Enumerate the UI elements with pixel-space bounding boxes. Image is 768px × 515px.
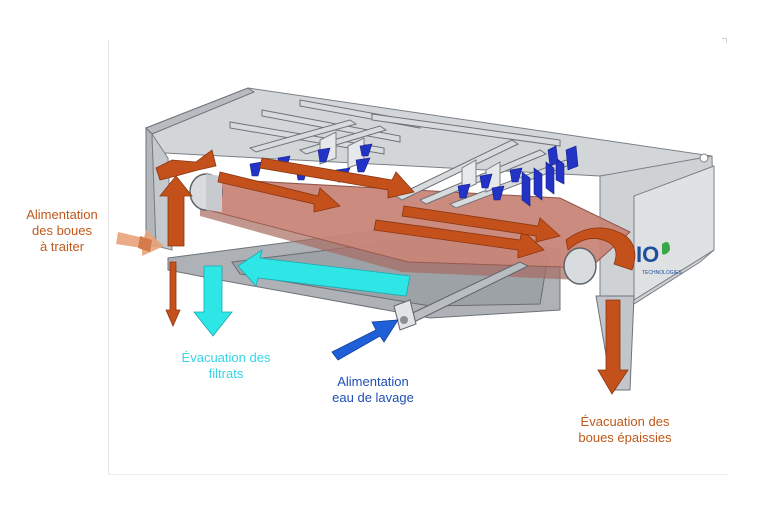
filtrate-outlet-arrow [193, 265, 233, 337]
sludge-belt-arrow-4 [401, 205, 561, 243]
label-thickened-line1: Évacuation des [580, 414, 670, 429]
label-sludge-feed-line3: à traiter [39, 239, 85, 254]
filtrate-belt-arrow [237, 249, 411, 297]
casing-right-front [633, 165, 715, 301]
wash-water-arrow [331, 319, 399, 361]
sludge-belt-arrow-1 [217, 171, 341, 213]
front-roller-body [206, 174, 222, 212]
frame-guide-left [108, 40, 109, 475]
sludge-drop-arrow [165, 261, 181, 327]
wash-inlet-icon [400, 316, 408, 324]
label-filtrate-line1: Évacuation des [181, 350, 271, 365]
label-wash-water: Alimentation eau de lavage [322, 374, 424, 406]
label-sludge-feed-line1: Alimentation [26, 207, 98, 222]
label-sludge-feed-line2: des boues [32, 223, 92, 238]
spray-rails [229, 99, 574, 209]
sludge-belt-arrow-2 [259, 157, 415, 199]
sludge-belt-arrow-3 [373, 219, 545, 259]
belt-shadow [200, 208, 590, 280]
sludge-outlet-arrow [597, 299, 629, 395]
label-thickened-line2: boues épaissies [578, 430, 672, 445]
sludge-flow-arrows [116, 149, 636, 395]
sludge-rear-curl [565, 227, 636, 271]
rear-roller [563, 247, 597, 285]
label-wash-line1: Alimentation [337, 374, 409, 389]
frame-guide-bottom [108, 474, 728, 475]
label-thickened-outlet: Évacuation des boues épaissies [566, 414, 684, 446]
label-sludge-feed: Alimentation des boues à traiter [10, 207, 114, 255]
frame-corner-mark [722, 38, 727, 43]
filtrate-flow-arrows [193, 249, 411, 337]
sludge-curl-arrow [155, 149, 217, 181]
label-filtrate-line2: filtrats [208, 366, 244, 381]
label-wash-line2: eau de lavage [332, 390, 414, 405]
wash-flange [393, 299, 417, 331]
logo-caption: TECHNOLOGIES [642, 270, 682, 276]
svg-text:IO: IO [636, 242, 659, 267]
corner-bolt-icon [699, 153, 709, 163]
sludge-up-arrow [159, 175, 193, 247]
brand-logo: IO TECHNOLOGIES [636, 242, 682, 276]
label-filtrate-outlet: Évacuation des filtrats [168, 350, 284, 382]
